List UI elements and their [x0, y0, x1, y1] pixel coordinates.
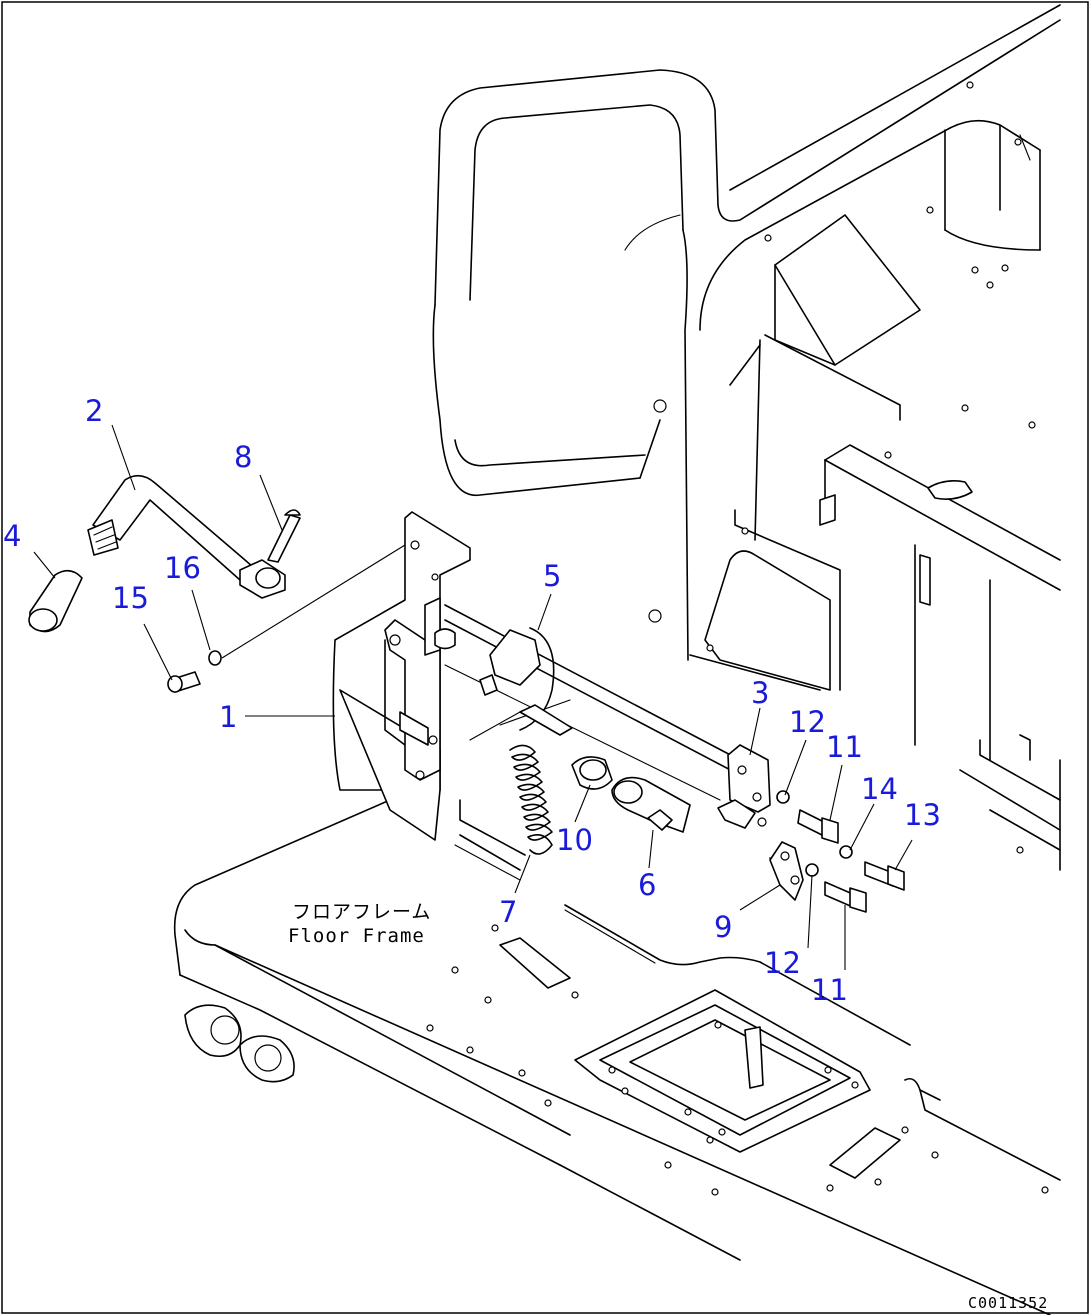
floor-frame — [173, 799, 1061, 1315]
callout-10: 10 — [556, 823, 593, 857]
shaft-part-3 — [434, 604, 771, 829]
callout-2: 2 — [85, 394, 103, 428]
callout-9: 9 — [714, 910, 732, 944]
callout-13: 13 — [904, 798, 941, 832]
callout-3: 3 — [751, 676, 769, 710]
floor-holes — [426, 924, 1049, 1196]
callout-16: 16 — [164, 551, 201, 585]
plate-part-9 — [769, 841, 804, 901]
bolts-part-11-13 — [776, 790, 905, 913]
spring-part-7 — [509, 744, 553, 855]
callout-7: 7 — [499, 895, 517, 929]
callout-4: 4 — [3, 519, 21, 553]
callout-6: 6 — [638, 868, 656, 902]
collar-part-10 — [571, 756, 613, 790]
leader-lines — [33, 424, 913, 970]
pin-part-6 — [611, 776, 691, 833]
washer-part-16 — [208, 544, 406, 666]
callout-15: 15 — [112, 581, 149, 615]
cab-structure — [432, 4, 1061, 871]
callout-12a: 12 — [789, 705, 826, 739]
floor-frame-label-jp: フロアフレーム — [292, 901, 431, 923]
bolt-part-15 — [167, 671, 201, 693]
lever-part-2 — [87, 474, 286, 599]
mount-holes — [648, 81, 1036, 854]
callout-14: 14 — [861, 772, 898, 806]
callout-11b: 11 — [811, 973, 848, 1007]
callout-12b: 12 — [764, 946, 801, 980]
knob-part-4 — [28, 569, 83, 633]
callout-1: 1 — [219, 700, 237, 734]
callout-8: 8 — [234, 440, 252, 474]
floor-frame-label-en: Floor Frame — [288, 925, 425, 947]
callout-5: 5 — [543, 559, 561, 593]
bracket-part-1 — [332, 511, 471, 841]
callout-11a: 11 — [826, 730, 863, 764]
pin-part-8 — [267, 509, 301, 563]
switch-part-5 — [469, 627, 573, 741]
drawing-code: C0011352 — [968, 1294, 1048, 1312]
